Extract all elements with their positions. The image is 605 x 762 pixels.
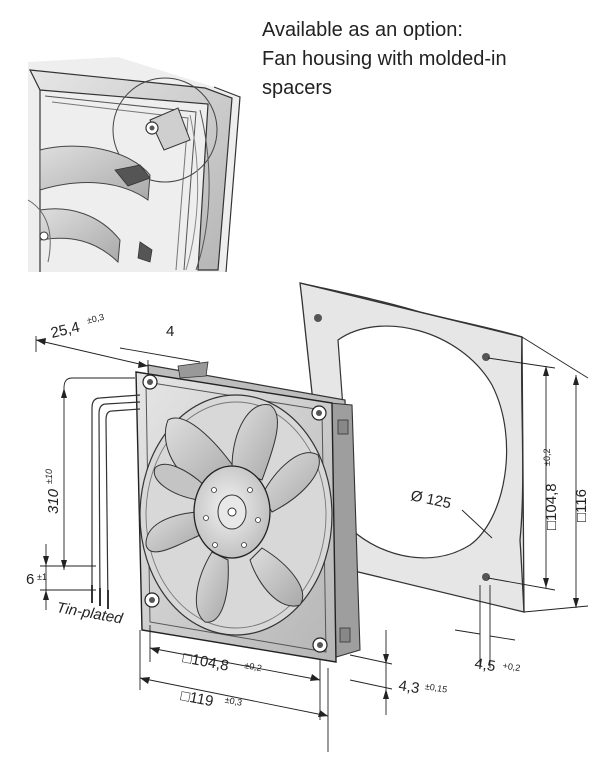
dim-depth-tol: ±0,3: [86, 312, 105, 326]
dim-gasket-size-value: □116: [573, 489, 590, 522]
dim-spacer-value: 4: [166, 323, 174, 340]
fan-impeller: [145, 404, 320, 623]
dim-flange: 4,3 ±0,15: [397, 677, 448, 697]
dim-flange-tol: ±0,15: [424, 681, 448, 694]
cable: [91, 394, 141, 609]
arrowheads: [36, 338, 579, 717]
dim-gasket-spacing-tol: ±0,2: [542, 449, 552, 466]
dim-overall-value: □119: [179, 687, 215, 710]
dim-strip: 6 ±1: [26, 571, 47, 588]
dim-strip-tol: ±1: [37, 572, 47, 582]
dim-hole-spacing-tol: ±0,2: [244, 660, 263, 673]
tin-plated-text: Tin-plated: [55, 599, 124, 627]
caption: Available as an option: Fan housing with…: [262, 16, 592, 103]
tin-plated-label: Tin-plated: [55, 599, 124, 627]
dim-hole-spacing: □104,8 ±0,2: [181, 649, 263, 675]
dim-strip-value: 6: [26, 571, 34, 588]
detail-inset: [27, 57, 241, 273]
dim-gasket-spacing-value: □104,8: [543, 483, 560, 530]
dim-cable-value: 310: [45, 488, 62, 514]
dim-overall: □119 ±0,3: [179, 687, 243, 710]
dim-flange-value: 4,3: [397, 677, 420, 697]
dim-depth-value: 25,4: [49, 319, 81, 342]
dim-gasket-size: □116: [573, 489, 590, 522]
dim-cable-tol: ±10: [44, 469, 54, 484]
dimension-lines: [35, 336, 589, 752]
dim-hole-dia-tol: +0,2: [502, 661, 521, 674]
dim-hole-dia: 4,5 +0,2: [473, 655, 521, 675]
dim-hole-spacing-value: □104,8: [181, 649, 230, 675]
caption-line-1: Available as an option:: [262, 19, 463, 41]
dim-gasket-spacing: □104,8 ±0,2: [542, 449, 560, 530]
dim-cable: 310 ±10: [44, 469, 62, 514]
dim-overall-tol: ±0,3: [224, 695, 243, 708]
dim-depth: 25,4 ±0,3: [49, 312, 105, 342]
dim-hole-dia-value: 4,5: [473, 655, 496, 675]
caption-line-2: Fan housing with molded-in: [262, 48, 507, 70]
caption-line-3: spacers: [262, 77, 333, 99]
